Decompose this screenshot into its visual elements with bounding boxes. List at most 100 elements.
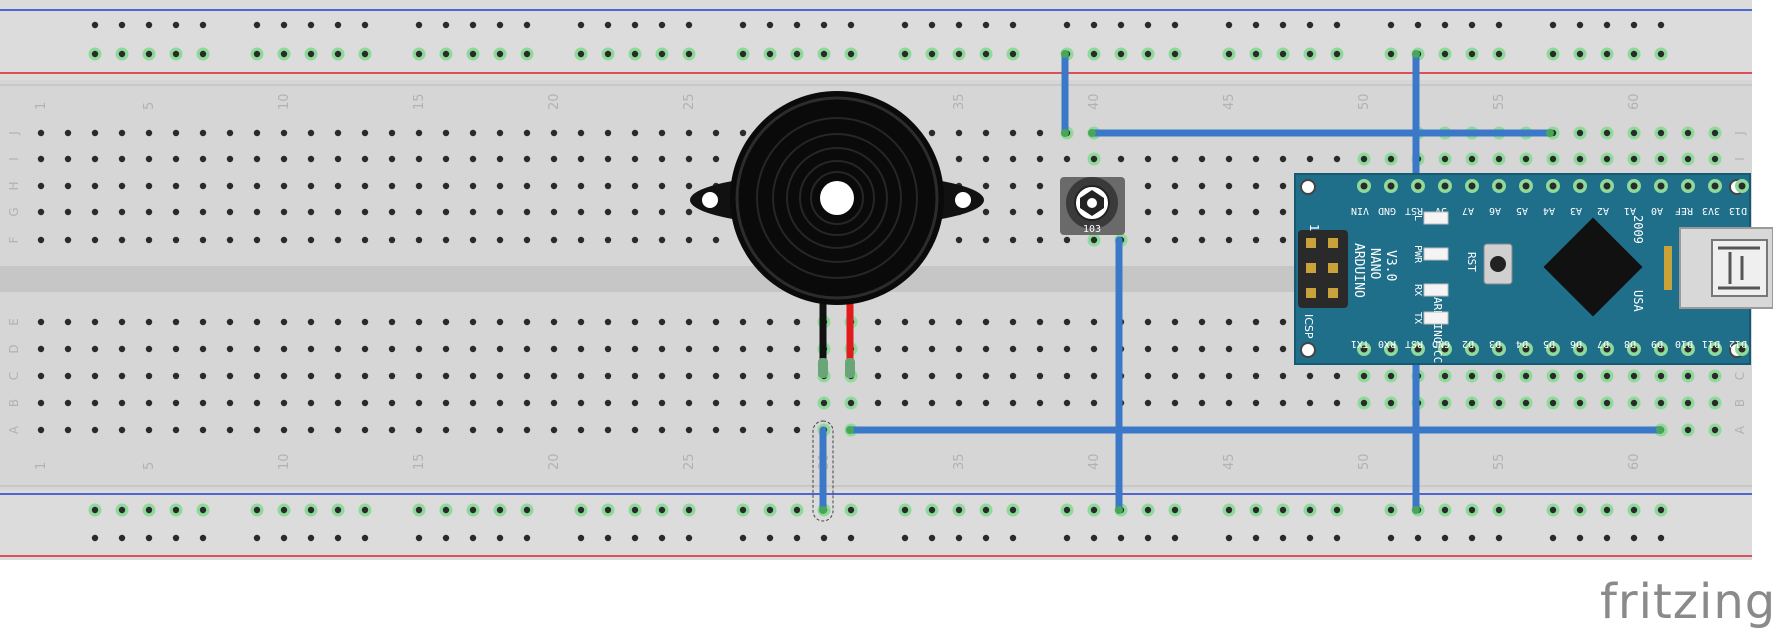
- hole: [1603, 399, 1611, 407]
- hole: [361, 426, 369, 434]
- led-label: RX: [1412, 284, 1423, 296]
- rail-hole: [1225, 21, 1233, 29]
- rail-hole: [1252, 506, 1260, 514]
- hole: [550, 155, 558, 163]
- hole: [37, 318, 45, 326]
- hole: [91, 345, 99, 353]
- hole: [64, 129, 72, 137]
- trimmer-potentiometer[interactable]: 103: [1060, 177, 1125, 235]
- arduino-nano[interactable]: VINTX1GNDRX0RSTRST5VGNDA7D2A6D3A5D4A4D5A…: [1294, 173, 1773, 365]
- icsp-pin1-label: 1: [1307, 224, 1321, 232]
- hole: [145, 399, 153, 407]
- rail-hole: [442, 21, 450, 29]
- wires: [819, 50, 1664, 514]
- piezo-buzzer[interactable]: [690, 91, 984, 378]
- hole: [1144, 372, 1152, 380]
- pot-knob-center: [1087, 198, 1097, 208]
- rail-hole: [1441, 21, 1449, 29]
- rail-hole: [145, 21, 153, 29]
- hole: [1171, 208, 1179, 216]
- hole: [253, 129, 261, 137]
- row-letter: F: [7, 236, 21, 243]
- rail-hole: [442, 50, 450, 58]
- rail-hole: [982, 50, 990, 58]
- rail-hole: [1441, 506, 1449, 514]
- row-letter: B: [1733, 399, 1747, 407]
- hole: [1009, 236, 1017, 244]
- rail-hole: [1387, 534, 1395, 542]
- rail-hole: [928, 506, 936, 514]
- hole: [604, 129, 612, 137]
- hole: [604, 236, 612, 244]
- hole: [1306, 155, 1314, 163]
- hole: [496, 155, 504, 163]
- rail-hole: [739, 50, 747, 58]
- hole: [523, 129, 531, 137]
- nano-board: [1295, 174, 1750, 364]
- pot-value-label: 103: [1083, 224, 1101, 235]
- rail-hole: [1387, 50, 1395, 58]
- rail-hole: [280, 534, 288, 542]
- hole: [388, 155, 396, 163]
- rail-hole: [199, 534, 207, 542]
- hole: [1009, 372, 1017, 380]
- rail-hole: [1090, 21, 1098, 29]
- rail-hole: [280, 50, 288, 58]
- row-letter: H: [7, 181, 21, 190]
- rail-hole: [685, 21, 693, 29]
- hole: [577, 399, 585, 407]
- rail-hole: [847, 21, 855, 29]
- rail-hole: [1090, 506, 1098, 514]
- hole: [91, 318, 99, 326]
- hole: [604, 208, 612, 216]
- rail-hole: [685, 50, 693, 58]
- hole: [766, 345, 774, 353]
- hole: [442, 155, 450, 163]
- rail-hole: [523, 50, 531, 58]
- rail-hole: [1441, 534, 1449, 542]
- nano-pin: [1630, 182, 1638, 190]
- hole: [793, 345, 801, 353]
- rail-hole: [1117, 534, 1125, 542]
- rail-hole: [145, 50, 153, 58]
- rail-hole: [1306, 534, 1314, 542]
- hole: [334, 155, 342, 163]
- hole: [1306, 372, 1314, 380]
- rail-hole: [118, 534, 126, 542]
- hole: [253, 372, 261, 380]
- hole: [1360, 155, 1368, 163]
- hole: [1063, 399, 1071, 407]
- hole: [1468, 399, 1476, 407]
- rail-hole: [1387, 506, 1395, 514]
- hole: [928, 318, 936, 326]
- hole: [685, 426, 693, 434]
- hole: [334, 426, 342, 434]
- rail-hole: [1090, 534, 1098, 542]
- rail-hole: [1009, 506, 1017, 514]
- hole: [1441, 399, 1449, 407]
- rail-hole: [928, 50, 936, 58]
- rail-hole: [901, 506, 909, 514]
- nano-mount-hole: [1300, 342, 1316, 358]
- nano-pin-headers: [1357, 179, 1749, 356]
- rail-hole: [1009, 534, 1017, 542]
- rail-hole: [982, 21, 990, 29]
- hole: [1387, 155, 1395, 163]
- rail-hole: [1009, 50, 1017, 58]
- hole: [1171, 182, 1179, 190]
- hole: [1522, 372, 1530, 380]
- hole: [253, 345, 261, 353]
- hole: [280, 129, 288, 137]
- hole: [874, 345, 882, 353]
- hole: [1711, 426, 1719, 434]
- rail-hole: [847, 534, 855, 542]
- hole: [1657, 399, 1665, 407]
- hole: [172, 129, 180, 137]
- hole: [145, 182, 153, 190]
- column-number: 40: [1087, 453, 1102, 470]
- reset-button[interactable]: [1490, 256, 1506, 272]
- row-letter: A: [7, 425, 21, 434]
- hole: [847, 399, 855, 407]
- nano-pin-labels: VINTX1GNDRX0RSTRST5VGNDA7D2A6D3A5D4A4D5A…: [1351, 205, 1747, 349]
- rail-hole: [1495, 506, 1503, 514]
